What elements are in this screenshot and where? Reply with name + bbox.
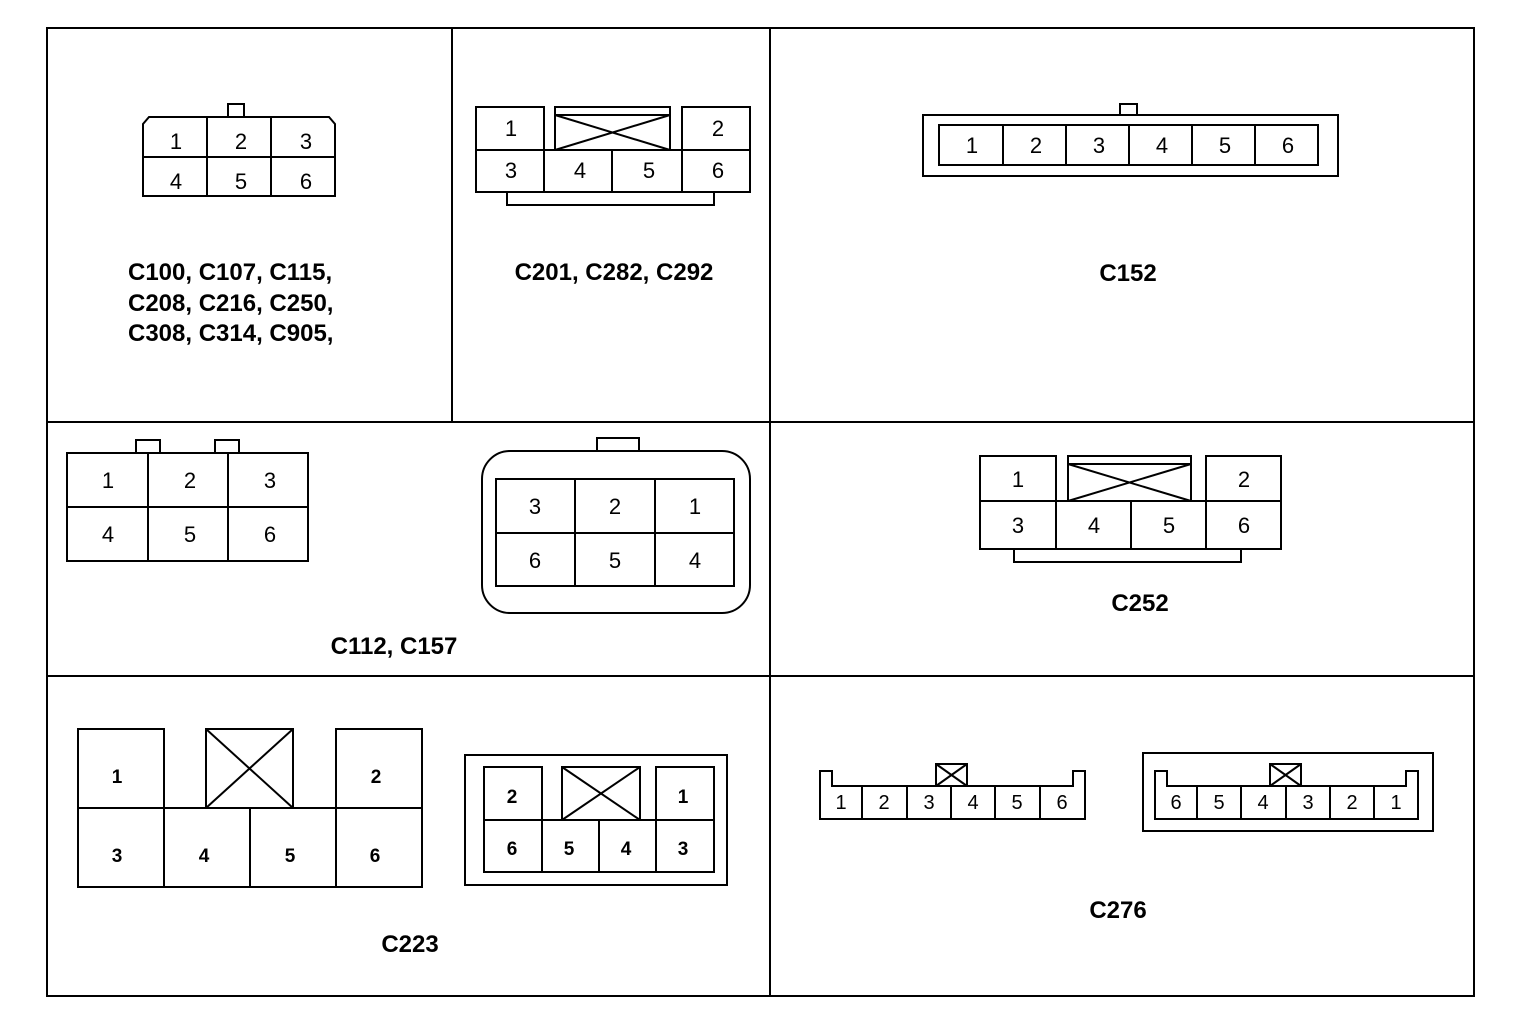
pin-label: 4 bbox=[170, 169, 182, 194]
pin-label: 6 bbox=[370, 846, 381, 867]
pin-label: 5 bbox=[235, 169, 247, 194]
connector-label: C152 bbox=[1099, 260, 1156, 287]
pin-label: 6 bbox=[507, 839, 518, 860]
connector-label-line-2: C208, C216, C250, bbox=[128, 290, 333, 317]
pin-label: 1 bbox=[170, 129, 182, 154]
connector-c100-group: 1 2 3 4 5 6 C100, C107, C115, C208, C216… bbox=[128, 103, 336, 347]
pin-label: 5 bbox=[184, 522, 196, 547]
pin-label: 4 bbox=[574, 158, 586, 183]
connector-label: C252 bbox=[1111, 590, 1168, 617]
connector-label: C276 bbox=[1089, 897, 1146, 924]
pin-label: 2 bbox=[1346, 792, 1357, 814]
pin-label: 1 bbox=[835, 792, 846, 814]
pin-label: 3 bbox=[1012, 513, 1024, 538]
pin-label: 1 bbox=[966, 133, 978, 158]
pin-label: 2 bbox=[878, 792, 889, 814]
connector-c201-group: 1 2 3 4 5 6 C201, C282, C292 bbox=[475, 106, 751, 286]
pin-label: 6 bbox=[300, 169, 312, 194]
pin-label: 6 bbox=[529, 548, 541, 573]
pin-label: 1 bbox=[1390, 792, 1401, 814]
pin-label: 4 bbox=[1257, 792, 1268, 814]
grid-frame bbox=[46, 27, 1475, 997]
pin-label: 4 bbox=[102, 522, 114, 547]
pin-label: 1 bbox=[505, 116, 517, 141]
pin-label: 4 bbox=[1088, 513, 1100, 538]
pin-label: 5 bbox=[1163, 513, 1175, 538]
pin-label: 2 bbox=[507, 787, 518, 808]
pin-label: 5 bbox=[1219, 133, 1231, 158]
pin-label: 3 bbox=[264, 468, 276, 493]
pin-label: 6 bbox=[1238, 513, 1250, 538]
pin-label: 2 bbox=[371, 767, 382, 788]
connector-c276-group: 1 2 3 4 5 6 6 5 4 3 2 1 C276 bbox=[819, 752, 1434, 924]
pin-label: 5 bbox=[643, 158, 655, 183]
pin-label: 1 bbox=[689, 494, 701, 519]
pin-label: 6 bbox=[712, 158, 724, 183]
pin-label: 2 bbox=[1238, 467, 1250, 492]
pin-label: 3 bbox=[678, 839, 689, 860]
pin-label: 1 bbox=[102, 468, 114, 493]
pin-label: 3 bbox=[1093, 133, 1105, 158]
connector-c152-group: 1 2 3 4 5 6 C152 bbox=[922, 103, 1339, 287]
pin-label: 1 bbox=[1012, 467, 1024, 492]
pin-label: 3 bbox=[300, 129, 312, 154]
pin-label: 2 bbox=[609, 494, 621, 519]
pin-label: 6 bbox=[1170, 792, 1181, 814]
pin-label: 3 bbox=[529, 494, 541, 519]
pin-label: 5 bbox=[1213, 792, 1224, 814]
pin-label: 3 bbox=[505, 158, 517, 183]
pin-label: 1 bbox=[678, 787, 689, 808]
pin-label: 5 bbox=[564, 839, 575, 860]
pin-label: 4 bbox=[967, 792, 978, 814]
pin-label: 2 bbox=[235, 129, 247, 154]
pin-label: 3 bbox=[112, 846, 123, 867]
connector-c223-group: 1 2 3 4 5 6 2 1 6 5 4 3 C223 bbox=[77, 728, 728, 958]
pin-label: 4 bbox=[621, 839, 632, 860]
pin-label: 3 bbox=[923, 792, 934, 814]
connector-label-line-1: C100, C107, C115, bbox=[128, 259, 332, 286]
connector-label: C201, C282, C292 bbox=[515, 259, 714, 286]
connector-label: C223 bbox=[381, 931, 438, 958]
connector-label-line-3: C308, C314, C905, bbox=[128, 320, 333, 347]
connector-label: C112, C157 bbox=[331, 633, 458, 660]
pin-label: 6 bbox=[1056, 792, 1067, 814]
connector-c252-group: 1 2 3 4 5 6 C252 bbox=[979, 455, 1282, 617]
pin-label: 4 bbox=[199, 846, 210, 867]
pin-label: 1 bbox=[112, 767, 123, 788]
pin-label: 2 bbox=[712, 116, 724, 141]
pin-label: 6 bbox=[1282, 133, 1294, 158]
pin-label: 4 bbox=[689, 548, 701, 573]
connector-c112-group: 1 2 3 4 5 6 3 2 1 6 5 4 C112, C157 bbox=[66, 437, 751, 660]
pin-label: 5 bbox=[609, 548, 621, 573]
pin-label: 3 bbox=[1302, 792, 1313, 814]
pin-label: 2 bbox=[184, 468, 196, 493]
pin-label: 2 bbox=[1030, 133, 1042, 158]
pin-label: 5 bbox=[1011, 792, 1022, 814]
pin-label: 4 bbox=[1156, 133, 1168, 158]
pin-label: 5 bbox=[285, 846, 296, 867]
pin-label: 6 bbox=[264, 522, 276, 547]
